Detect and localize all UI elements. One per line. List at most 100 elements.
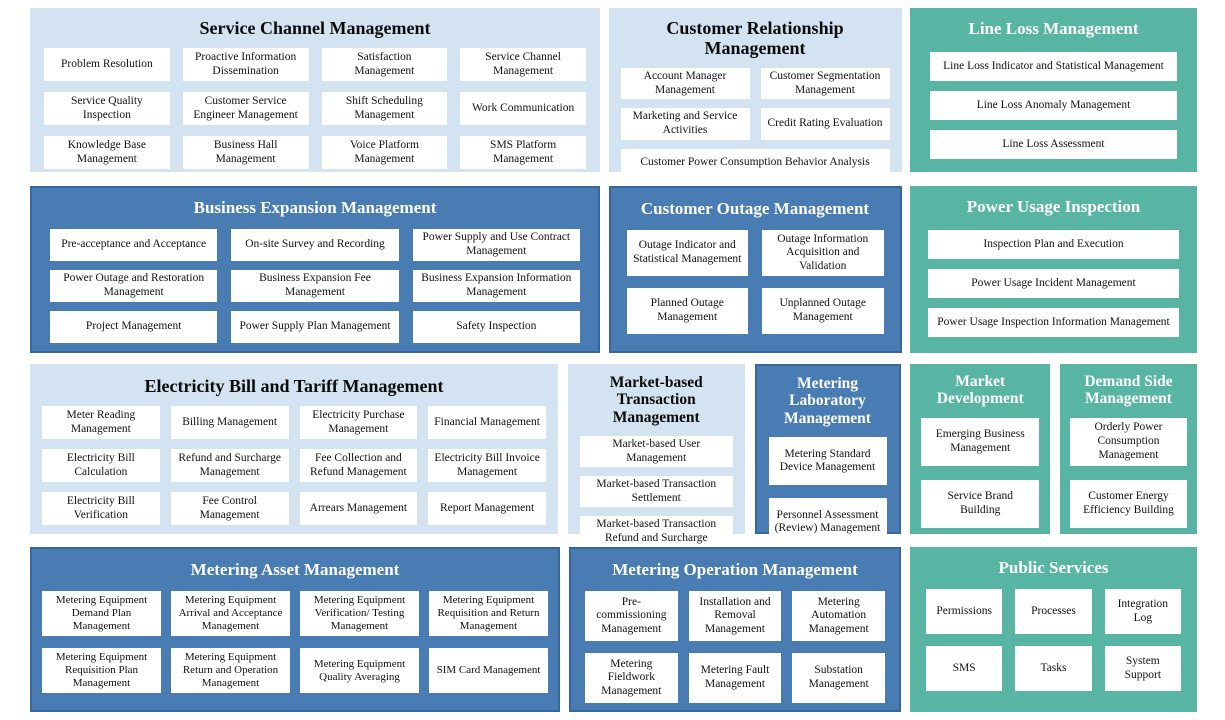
module-button: Financial Management bbox=[428, 406, 546, 440]
module-button: Service Quality Inspection bbox=[44, 92, 170, 126]
module-button: Integration Log bbox=[1104, 589, 1181, 635]
module-button: Electricity Bill Verification bbox=[42, 492, 160, 526]
module-button: Report Management bbox=[428, 492, 546, 526]
module-button: SMS Platform Management bbox=[460, 136, 586, 170]
module-button: Work Communication bbox=[460, 92, 586, 126]
panel-title: Metering Operation Management bbox=[612, 560, 858, 579]
module-button: Substation Management bbox=[792, 653, 885, 704]
module-button: Metering Automation Management bbox=[792, 591, 885, 642]
panel-title: Business Expansion Management bbox=[193, 198, 437, 217]
module-button: On-site Survey and Recording bbox=[231, 229, 399, 262]
module-button: Metering Fault Management bbox=[688, 653, 782, 704]
module-button: Metering Fieldwork Management bbox=[585, 653, 678, 704]
module-button: Electricity Bill Invoice Management bbox=[428, 449, 546, 483]
module-button: Power Supply and Use Contract Management bbox=[412, 229, 580, 262]
module-button: Proactive Information Dissemination bbox=[182, 48, 309, 82]
module-button: Project Management bbox=[50, 311, 218, 344]
module-button: Shift Scheduling Management bbox=[321, 92, 448, 126]
module-button: Business Expansion Fee Management bbox=[231, 270, 399, 303]
module-button: Processes bbox=[1015, 589, 1092, 635]
module-button: Meter Reading Management bbox=[42, 406, 160, 440]
module-button: Market-based Transaction Settlement bbox=[579, 476, 733, 508]
module-button: Line Loss Anomaly Management bbox=[930, 91, 1177, 121]
module-button: Electricity Bill Calculation bbox=[42, 449, 160, 483]
panel-title: Metering Laboratory Management bbox=[784, 375, 871, 427]
module-button: Planned Outage Management bbox=[626, 288, 748, 335]
module-button: Voice Platform Management bbox=[321, 136, 448, 170]
module-button: Account Manager Management bbox=[620, 68, 750, 100]
panel-title: Customer Relationship Management bbox=[666, 18, 844, 59]
module-button: System Support bbox=[1104, 646, 1181, 692]
module-button: Metering Equipment Return and Operation … bbox=[171, 648, 290, 694]
module-grid: Line Loss Indicator and Statistical Mana… bbox=[930, 52, 1177, 162]
panel-title: Market-based Transaction Management bbox=[609, 374, 703, 426]
module-button: Pre-commissioning Management bbox=[585, 591, 678, 642]
module-button: Problem Resolution bbox=[44, 48, 170, 82]
module-button: Unplanned Outage Management bbox=[762, 288, 884, 335]
panel-title: Service Channel Management bbox=[199, 18, 431, 38]
module-button: Power Outage and Restoration Management bbox=[50, 270, 218, 303]
module-button: Power Usage Incident Management bbox=[928, 269, 1179, 299]
module-button: Line Loss Indicator and Statistical Mana… bbox=[930, 52, 1177, 82]
module-grid: Outage Indicator and Statistical Managem… bbox=[626, 230, 884, 339]
module-button: Metering Equipment Demand Plan Managemen… bbox=[42, 591, 161, 637]
module-button: Billing Management bbox=[170, 406, 289, 440]
module-button: Metering Equipment Quality Averaging bbox=[300, 648, 419, 694]
module-button: Arrears Management bbox=[299, 492, 418, 526]
module-button: Knowledge Base Management bbox=[44, 136, 170, 170]
module-button: Line Loss Assessment bbox=[930, 130, 1177, 160]
module-button: Service Channel Management bbox=[460, 48, 586, 82]
module-button: Satisfaction Management bbox=[321, 48, 448, 82]
module-button: Pre-acceptance and Acceptance bbox=[50, 229, 218, 262]
module-button: Refund and Surcharge Management bbox=[170, 449, 289, 483]
module-button: Outage Indicator and Statistical Managem… bbox=[626, 230, 748, 277]
module-button: Power Supply Plan Management bbox=[231, 311, 399, 344]
module-button: Electricity Purchase Management bbox=[299, 406, 418, 440]
module-button: Customer Service Engineer Management bbox=[182, 92, 309, 126]
panel-title: Demand Side Management bbox=[1084, 373, 1173, 408]
module-grid: Meter Reading Management Billing Manageme… bbox=[42, 406, 546, 526]
module-button: SIM Card Management bbox=[429, 648, 548, 694]
panel-title: Line Loss Management bbox=[968, 19, 1139, 38]
module-grid: Metering Equipment Demand Plan Managemen… bbox=[42, 591, 548, 698]
module-button: Personnel Assessment (Review) Management bbox=[768, 498, 887, 547]
panel-title: Market Development bbox=[936, 373, 1024, 408]
module-button: Fee Collection and Refund Management bbox=[299, 449, 418, 483]
module-button: Business Expansion Information Managemen… bbox=[412, 270, 580, 303]
module-grid: Problem Resolution Proactive Information … bbox=[44, 48, 586, 170]
module-button: Customer Energy Efficiency Building bbox=[1070, 479, 1187, 528]
module-button: Power Usage Inspection Information Manag… bbox=[928, 308, 1179, 338]
module-button: Installation and Removal Management bbox=[688, 591, 782, 642]
module-button: SMS bbox=[926, 646, 1003, 692]
panel-title: Electricity Bill and Tariff Management bbox=[144, 376, 444, 396]
panel-title: Customer Outage Management bbox=[640, 199, 870, 218]
module-button: Service Brand Building bbox=[921, 479, 1040, 528]
module-button: Metering Equipment Requisition Plan Mana… bbox=[42, 648, 161, 694]
panel-title: Public Services bbox=[998, 558, 1109, 577]
module-button: Credit Rating Evaluation bbox=[760, 108, 890, 140]
module-button: Business Hall Management bbox=[182, 136, 309, 170]
module-button: Emerging Business Management bbox=[921, 417, 1040, 466]
module-button: Tasks bbox=[1015, 646, 1092, 692]
